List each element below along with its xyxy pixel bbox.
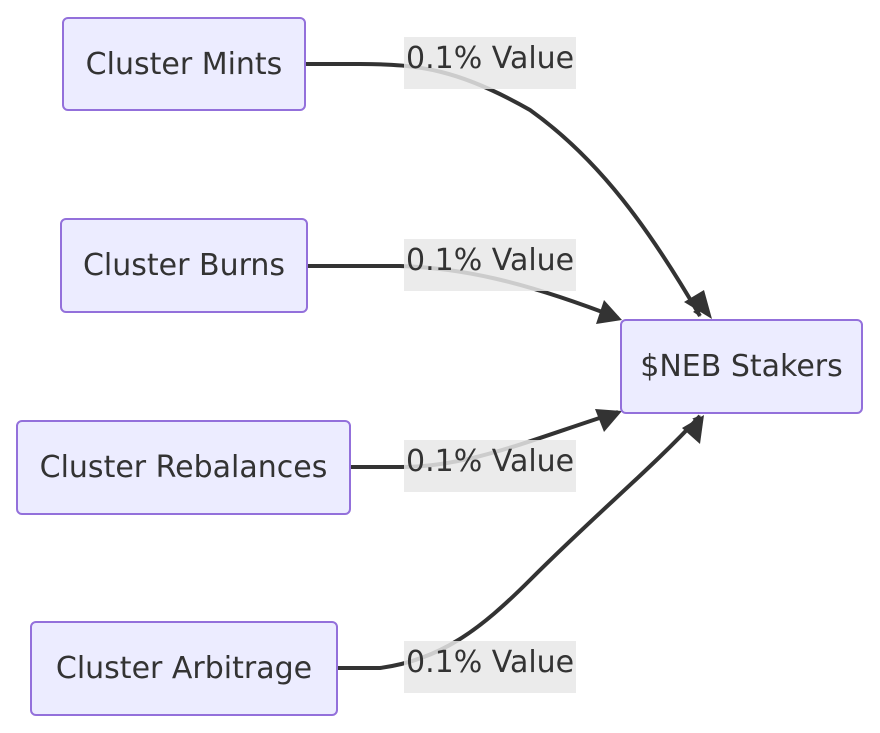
arrowhead-burns xyxy=(596,300,622,324)
edge-label-arbitrage: 0.1% Value xyxy=(404,641,577,693)
arrowhead-rebalances xyxy=(595,409,622,432)
node-neb-stakers: $NEB Stakers xyxy=(620,319,863,414)
node-cluster-rebalances: Cluster Rebalances xyxy=(16,420,351,515)
node-cluster-arbitrage: Cluster Arbitrage xyxy=(30,621,338,716)
edge-label-mints: 0.1% Value xyxy=(404,37,577,89)
edge-label-rebalances: 0.1% Value xyxy=(404,440,577,492)
edge-label-burns: 0.1% Value xyxy=(404,239,577,291)
node-cluster-burns: Cluster Burns xyxy=(60,218,308,313)
node-cluster-mints: Cluster Mints xyxy=(62,17,306,111)
arrowhead-arbitrage xyxy=(682,415,704,444)
arrowhead-mints xyxy=(684,290,712,319)
